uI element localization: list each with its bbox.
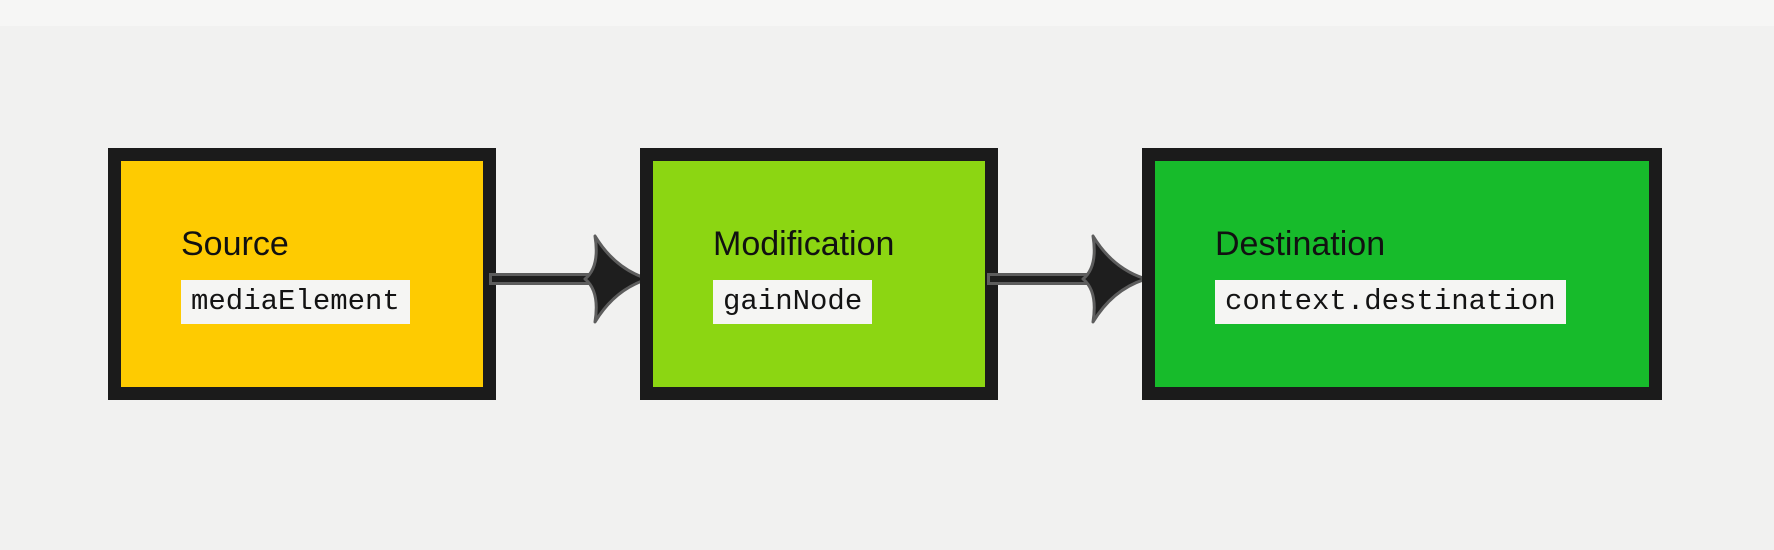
node-source-code-chip: mediaElement [181, 279, 410, 324]
node-modification-code-chip: gainNode [713, 279, 873, 324]
node-modification: Modification gainNode [640, 148, 998, 400]
flow-arrow-icon [489, 234, 650, 324]
node-destination-label: Destination [1215, 224, 1386, 263]
flow-arrow-icon [987, 234, 1148, 324]
node-modification-label: Modification [713, 224, 895, 263]
node-source: Source mediaElement [108, 148, 496, 400]
node-source-label: Source [181, 224, 289, 263]
top-band [0, 0, 1774, 26]
node-destination: Destination context.destination [1142, 148, 1662, 400]
node-destination-code-chip: context.destination [1215, 279, 1566, 324]
